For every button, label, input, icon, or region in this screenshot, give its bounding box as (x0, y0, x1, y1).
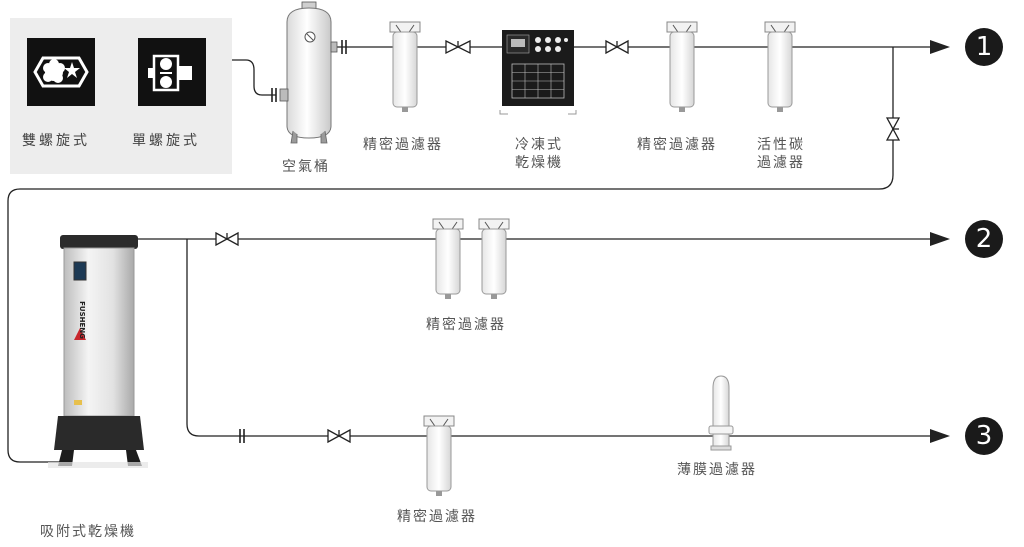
membrane-filter-label: 薄膜過濾器 (677, 462, 757, 478)
valve-icon (885, 117, 901, 141)
twin-screw-icon (27, 38, 95, 106)
pipe-bypass (7, 47, 894, 463)
filter-icon (423, 415, 455, 496)
valve-icon (215, 231, 239, 247)
pipe-compressor-to-tank (232, 59, 276, 96)
output-badge-2: 2 (965, 220, 1003, 258)
single-screw-icon (138, 38, 206, 106)
precision-filter-label-line2: 精密過濾器 (426, 317, 506, 333)
refrigerated-dryer-icon (499, 30, 577, 115)
filter-icon (432, 218, 464, 299)
arrow-2 (930, 232, 950, 246)
pipe-lines (7, 46, 935, 463)
pipe-line-3 (186, 239, 935, 437)
adsorption-dryer-icon: FUSHENG (48, 235, 148, 468)
carbon-filter-icon (764, 21, 796, 112)
carbon-filter-label: 活性碳 過濾器 (746, 136, 816, 172)
filter-icon (666, 21, 698, 112)
twin-screw-label: 雙螺旋式 (22, 133, 90, 149)
refrigerated-dryer-label-line1: 冷凍式 (515, 137, 563, 153)
refrigerated-dryer-label-line2: 乾燥機 (515, 155, 563, 171)
pipe-unions (239, 40, 347, 443)
arrow-1 (930, 40, 950, 54)
brand-logo-text: FUSHENG (78, 301, 86, 339)
adsorption-dryer-label: 吸附式乾燥機 (40, 524, 136, 540)
precision-filter-label-line3: 精密過濾器 (397, 509, 477, 525)
compressor-panel: 雙螺旋式 單螺旋式 (10, 18, 232, 174)
carbon-filter-label-line2: 過濾器 (757, 155, 805, 171)
valves (215, 39, 901, 444)
precision-filter-label-2: 精密過濾器 (637, 137, 717, 153)
output-badge-3: 3 (965, 417, 1003, 455)
valve-icon (327, 428, 351, 444)
filter-icon (478, 218, 510, 299)
valve-icon (605, 39, 629, 55)
air-tank-icon (279, 1, 338, 144)
valve-icon (445, 39, 471, 55)
arrow-heads (930, 40, 950, 443)
output-badge-1: 1 (965, 28, 1003, 66)
carbon-filter-label-line1: 活性碳 (757, 137, 805, 153)
filter-icon (389, 21, 421, 112)
arrow-3 (930, 429, 950, 443)
single-screw-label: 單螺旋式 (132, 133, 200, 149)
air-tank-label: 空氣桶 (282, 159, 330, 175)
precision-filter-label-1: 精密過濾器 (363, 137, 443, 153)
refrigerated-dryer-label: 冷凍式 乾燥機 (504, 136, 574, 172)
membrane-filter-icon (708, 375, 734, 451)
